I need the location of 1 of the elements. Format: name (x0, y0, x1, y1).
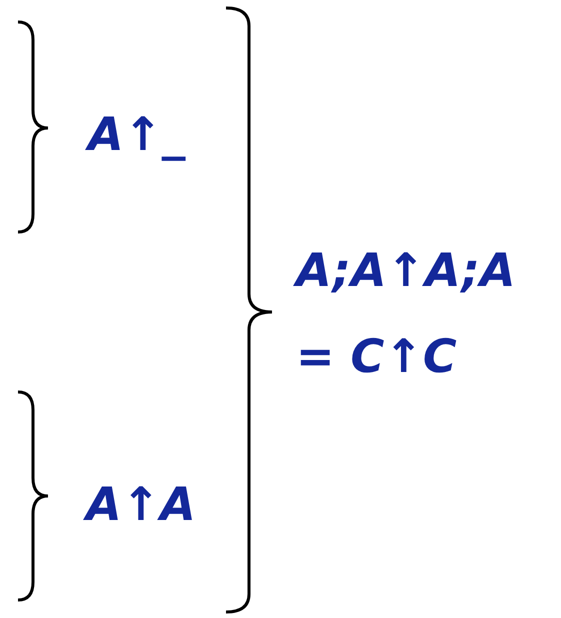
math-expression: = C↑C (296, 328, 457, 385)
